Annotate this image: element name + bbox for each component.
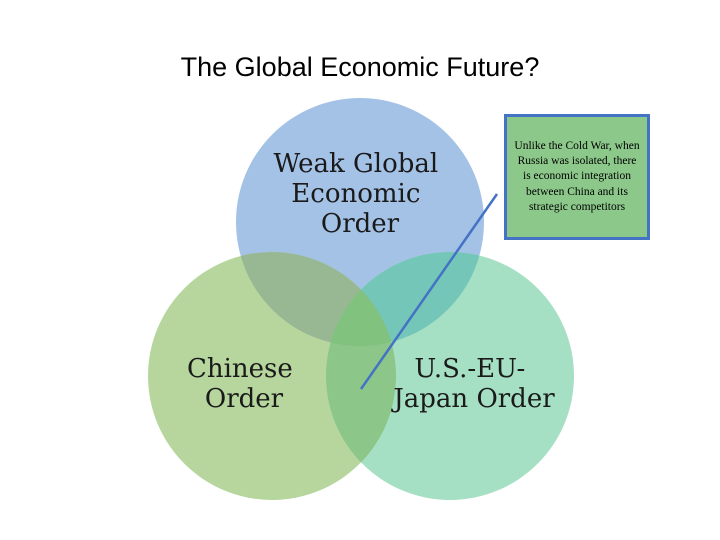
label-weak-global-order: Weak Global Economic Order [274,149,447,239]
label-chinese-order: Chinese Order [187,354,301,414]
overlap-weak-useu [326,252,484,346]
slide-title: The Global Economic Future? [180,52,540,82]
label-useu-japan-order: U.S.-EU- Japan Order [390,354,555,414]
callout-connector-line [359,193,499,390]
overlap-weak-chinese [236,252,396,346]
callout-box: Unlike the Cold War, when Russia was iso… [504,114,650,240]
callout-text: Unlike the Cold War, when Russia was iso… [514,139,640,213]
